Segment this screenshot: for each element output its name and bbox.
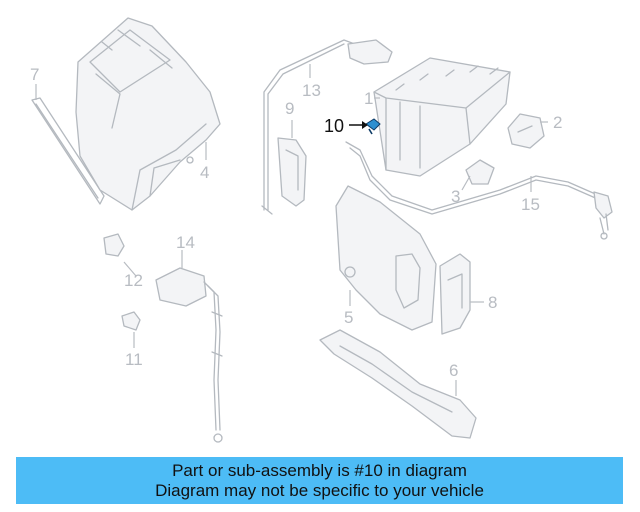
callout-12: 12 bbox=[124, 271, 143, 290]
callout-10: 10 bbox=[324, 116, 344, 136]
callout-3: 3 bbox=[451, 187, 460, 206]
callout-15: 15 bbox=[521, 195, 540, 214]
callout-6: 6 bbox=[449, 361, 458, 380]
part-5-side-panel bbox=[335, 185, 437, 331]
callout-13: 13 bbox=[302, 81, 321, 100]
part-13-cable bbox=[261, 39, 393, 215]
leader-lines bbox=[35, 64, 548, 396]
part-10-bolt bbox=[365, 118, 381, 135]
part-6-support-rail bbox=[319, 329, 477, 439]
callout-5: 5 bbox=[344, 308, 353, 327]
parts-diagram: 7 13 1 10 9 2 3 15 4 14 12 11 5 8 6 bbox=[30, 17, 613, 443]
callout-11: 11 bbox=[125, 350, 143, 369]
callout-4: 4 bbox=[200, 163, 209, 182]
part-8-bracket-plate bbox=[439, 253, 471, 335]
callout-1: 1 bbox=[364, 89, 373, 108]
part-3-clamp bbox=[465, 159, 495, 185]
callout-8: 8 bbox=[488, 293, 497, 312]
part-7-trim-strip bbox=[31, 97, 105, 205]
callout-2: 2 bbox=[553, 113, 562, 132]
part-14-hinge-rod bbox=[155, 267, 223, 443]
part-15-battery-cable bbox=[345, 141, 613, 240]
part-12-clip bbox=[103, 233, 125, 257]
callout-10-arrow bbox=[349, 121, 368, 129]
info-banner: Part or sub-assembly is #10 in diagram D… bbox=[16, 457, 623, 504]
banner-line-part: Part or sub-assembly is #10 in diagram bbox=[172, 460, 467, 480]
callout-14: 14 bbox=[176, 233, 195, 252]
part-2-bracket bbox=[507, 113, 545, 149]
callout-9: 9 bbox=[285, 99, 294, 118]
callout-7: 7 bbox=[30, 65, 39, 84]
part-9-cover-plate bbox=[277, 137, 307, 207]
part-11-clip bbox=[121, 311, 141, 331]
banner-line-disclaimer: Diagram may not be specific to your vehi… bbox=[155, 480, 484, 500]
part-4-battery-housing bbox=[75, 17, 221, 211]
part-1-battery bbox=[373, 57, 511, 177]
